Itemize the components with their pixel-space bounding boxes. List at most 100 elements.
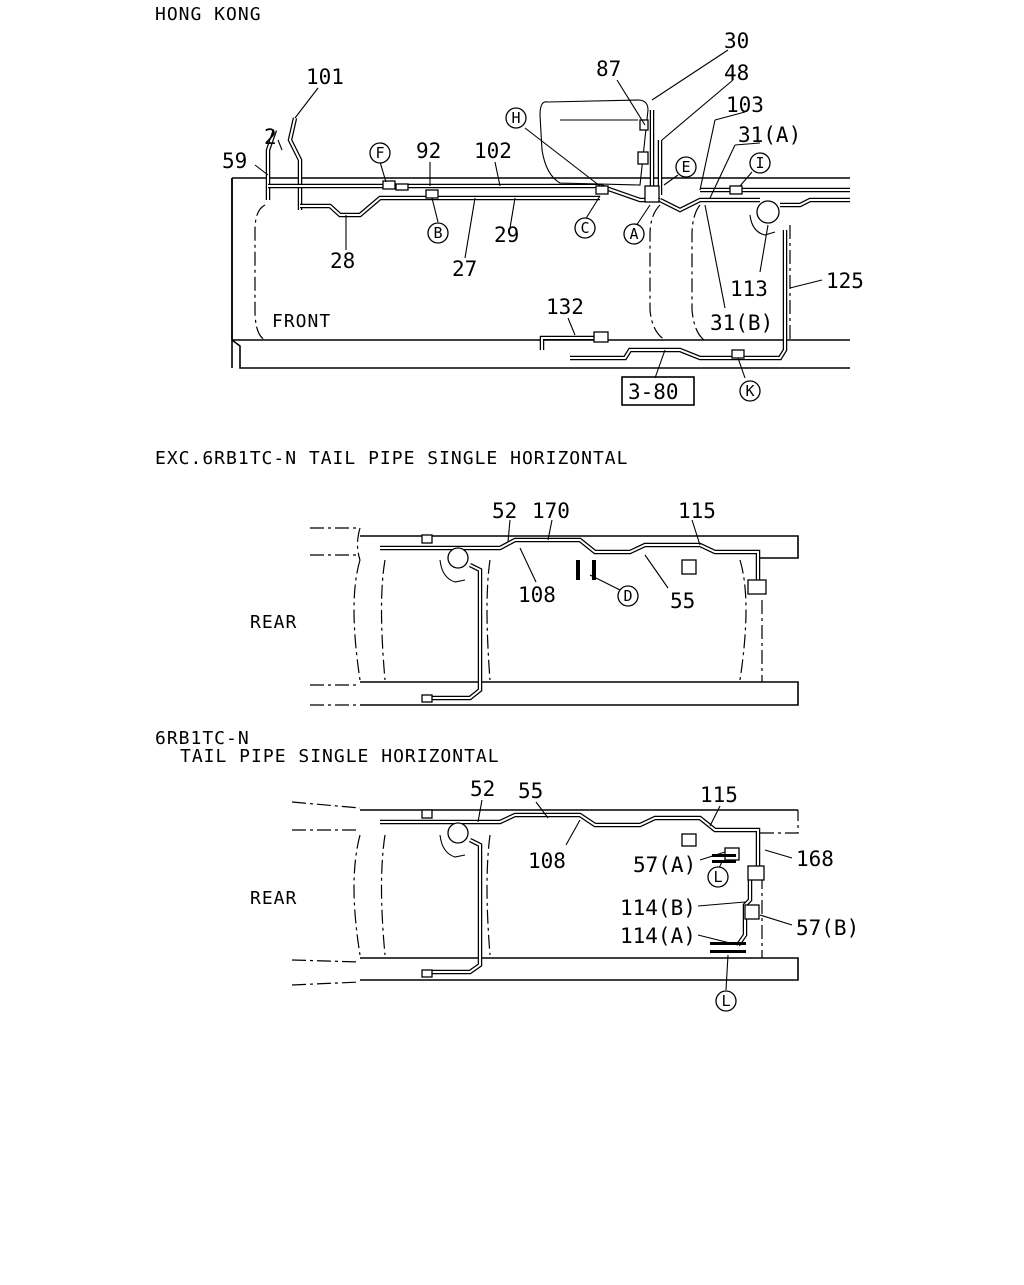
part-label-55: 55 <box>670 589 695 613</box>
svg-text:H: H <box>511 109 520 127</box>
clamp-115-bot <box>681 833 697 847</box>
circle-ref-l-lower: L <box>715 990 737 1012</box>
part-label-27: 27 <box>452 257 477 281</box>
rear-label-middle: REAR <box>250 612 297 633</box>
valve-body <box>749 214 776 236</box>
part-label-168: 168 <box>796 847 834 871</box>
part-label-115: 115 <box>678 499 716 523</box>
filter-bot <box>747 865 765 881</box>
section-title-top: HONG KONG <box>155 4 262 25</box>
pipe-mid-return <box>430 562 483 701</box>
svg-text:L: L <box>721 992 730 1010</box>
part-label-103: 103 <box>726 93 764 117</box>
valve-mid <box>447 547 469 569</box>
part-label-114b: 114(B) <box>620 896 696 920</box>
connector-92 <box>395 183 409 191</box>
connector-k <box>731 349 745 359</box>
part-label-2: 2 <box>264 125 277 149</box>
section-bottom: 6RB1TC-N TAIL PIPE SINGLE HORIZONTAL <box>155 728 859 1012</box>
part-label-170: 170 <box>532 499 570 523</box>
connector-a <box>644 185 660 203</box>
clamp-115 <box>681 559 697 575</box>
bracket-114a <box>710 942 746 953</box>
bracket-57a <box>712 854 736 863</box>
frame-bot-bottom <box>360 957 799 981</box>
part-label-101: 101 <box>306 65 344 89</box>
connector-87b <box>637 151 649 165</box>
svg-text:E: E <box>681 158 690 176</box>
part-label-52-bot: 52 <box>470 777 495 801</box>
section-middle: EXC.6RB1TC-N TAIL PIPE SINGLE HORIZONTAL <box>155 448 799 706</box>
part-label-125: 125 <box>826 269 864 293</box>
part-label-92: 92 <box>416 139 441 163</box>
section-title-bottom-line2: TAIL PIPE SINGLE HORIZONTAL <box>180 746 500 767</box>
pipe-bot-return <box>430 837 483 975</box>
svg-text:F: F <box>375 144 384 162</box>
circle-ref-e: E <box>675 156 697 178</box>
part-label-52: 52 <box>492 499 517 523</box>
valve-113 <box>756 200 780 224</box>
clamp-57b <box>744 904 760 920</box>
part-label-55-bot: 55 <box>518 779 543 803</box>
part-label-114a: 114(A) <box>620 924 696 948</box>
part-label-57a: 57(A) <box>633 853 696 877</box>
rear-label-bottom: REAR <box>250 888 297 909</box>
part-label-102: 102 <box>474 139 512 163</box>
circle-ref-b: B <box>427 222 449 244</box>
fuel-tank-outline <box>539 99 649 186</box>
svg-text:D: D <box>623 587 632 605</box>
svg-text:I: I <box>755 154 764 172</box>
part-label-28: 28 <box>330 249 355 273</box>
ref-box <box>621 376 695 406</box>
pipe-bot-main <box>380 812 761 870</box>
part-label-113: 113 <box>730 277 768 301</box>
part-label-29: 29 <box>494 223 519 247</box>
frame-mid-top <box>360 535 799 559</box>
front-label: FRONT <box>272 311 331 332</box>
frame-mid-bottom <box>360 681 799 706</box>
part-label-115-bot: 115 <box>700 783 738 807</box>
section-top: HONG KONG <box>155 4 864 406</box>
connector-b <box>425 189 439 199</box>
part-label-108: 108 <box>518 583 556 607</box>
connector-i <box>729 185 743 195</box>
part-label-48: 48 <box>724 61 749 85</box>
crossmember-2 <box>649 204 666 341</box>
filter-mid <box>747 579 767 595</box>
svg-text:L: L <box>713 868 722 886</box>
circle-ref-k: K <box>739 380 761 402</box>
part-label-31b: 31(B) <box>710 311 773 335</box>
part-label-87: 87 <box>596 57 621 81</box>
circle-ref-c: C <box>574 217 596 239</box>
circle-ref-f: F <box>369 142 391 164</box>
part-label-57b: 57(B) <box>796 916 859 940</box>
section-title-middle: EXC.6RB1TC-N TAIL PIPE SINGLE HORIZONTAL <box>155 448 628 469</box>
connector-f <box>382 180 396 190</box>
crossmember-3 <box>691 204 705 341</box>
circle-ref-h: H <box>505 107 527 129</box>
svg-text:A: A <box>629 225 638 243</box>
circle-ref-l-upper: L <box>707 866 729 888</box>
section-title-bottom-line1: 6RB1TC-N <box>155 728 250 749</box>
pipe-27-28-29 <box>300 195 600 218</box>
valve-bot <box>447 822 469 844</box>
svg-text:C: C <box>580 219 589 237</box>
ref-box-label: 3-80 <box>628 380 679 404</box>
connector-c <box>595 185 609 195</box>
svg-text:B: B <box>433 224 442 242</box>
bracket-d <box>576 560 596 580</box>
part-label-108-bot: 108 <box>528 849 566 873</box>
part-label-132: 132 <box>546 295 584 319</box>
connector-87 <box>639 119 649 131</box>
circle-ref-a: A <box>623 223 645 245</box>
circle-ref-d: D <box>617 585 639 607</box>
crossmember-1 <box>254 204 266 341</box>
svg-text:K: K <box>745 382 754 400</box>
part-label-31a: 31(A) <box>738 123 801 147</box>
part-label-30: 30 <box>724 29 749 53</box>
connector-132 <box>593 331 609 343</box>
part-label-59: 59 <box>222 149 247 173</box>
circle-ref-i: I <box>749 152 771 174</box>
